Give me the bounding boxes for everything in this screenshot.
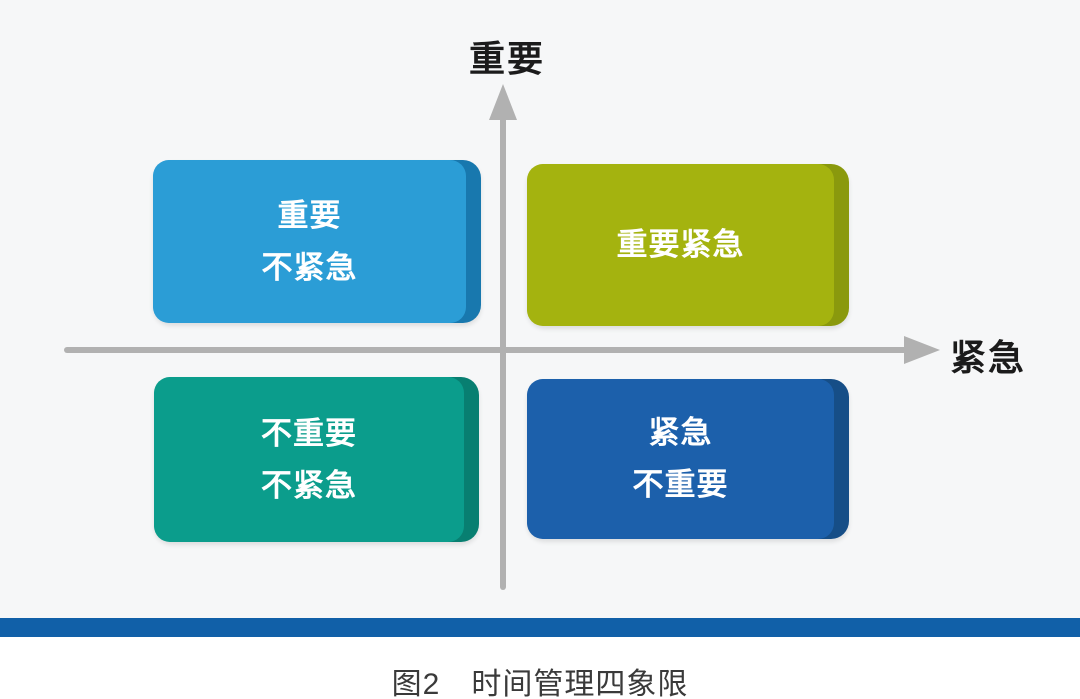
quadrant-label-line: 重要紧急 [616,227,745,262]
quadrant-urgent-not-important: 紧急 不重要 [527,379,849,539]
quadrant-label-line: 不重要 [261,415,357,451]
quadrant-label-line: 不紧急 [261,249,358,285]
divider-bar [0,618,1080,637]
quadrant-label-line: 紧急 [648,415,713,450]
figure-caption: 图2 时间管理四象限 [391,668,689,699]
quadrant-important-not-urgent: 重要 不紧急 [153,160,481,323]
right-arrow-icon [904,336,940,364]
y-axis-line [500,116,506,590]
quadrant-not-important-not-urgent: 不重要 不紧急 [154,377,479,542]
quadrant-label-line: 重要 [277,197,342,233]
x-axis-label: 紧急 [950,337,1027,378]
quadrant-face: 紧急 不重要 [527,379,834,539]
quadrant-face: 不重要 不紧急 [154,377,464,542]
up-arrow-icon [489,84,517,120]
quadrant-face: 重要 不紧急 [153,160,466,323]
y-axis-label: 重要 [468,38,545,79]
quadrant-important-urgent: 重要紧急 [527,164,849,326]
x-axis-line [64,347,908,353]
quadrant-face: 重要紧急 [527,164,834,326]
quadrant-label-line: 不紧急 [261,467,357,503]
quadrant-label-line: 不重要 [632,467,729,502]
